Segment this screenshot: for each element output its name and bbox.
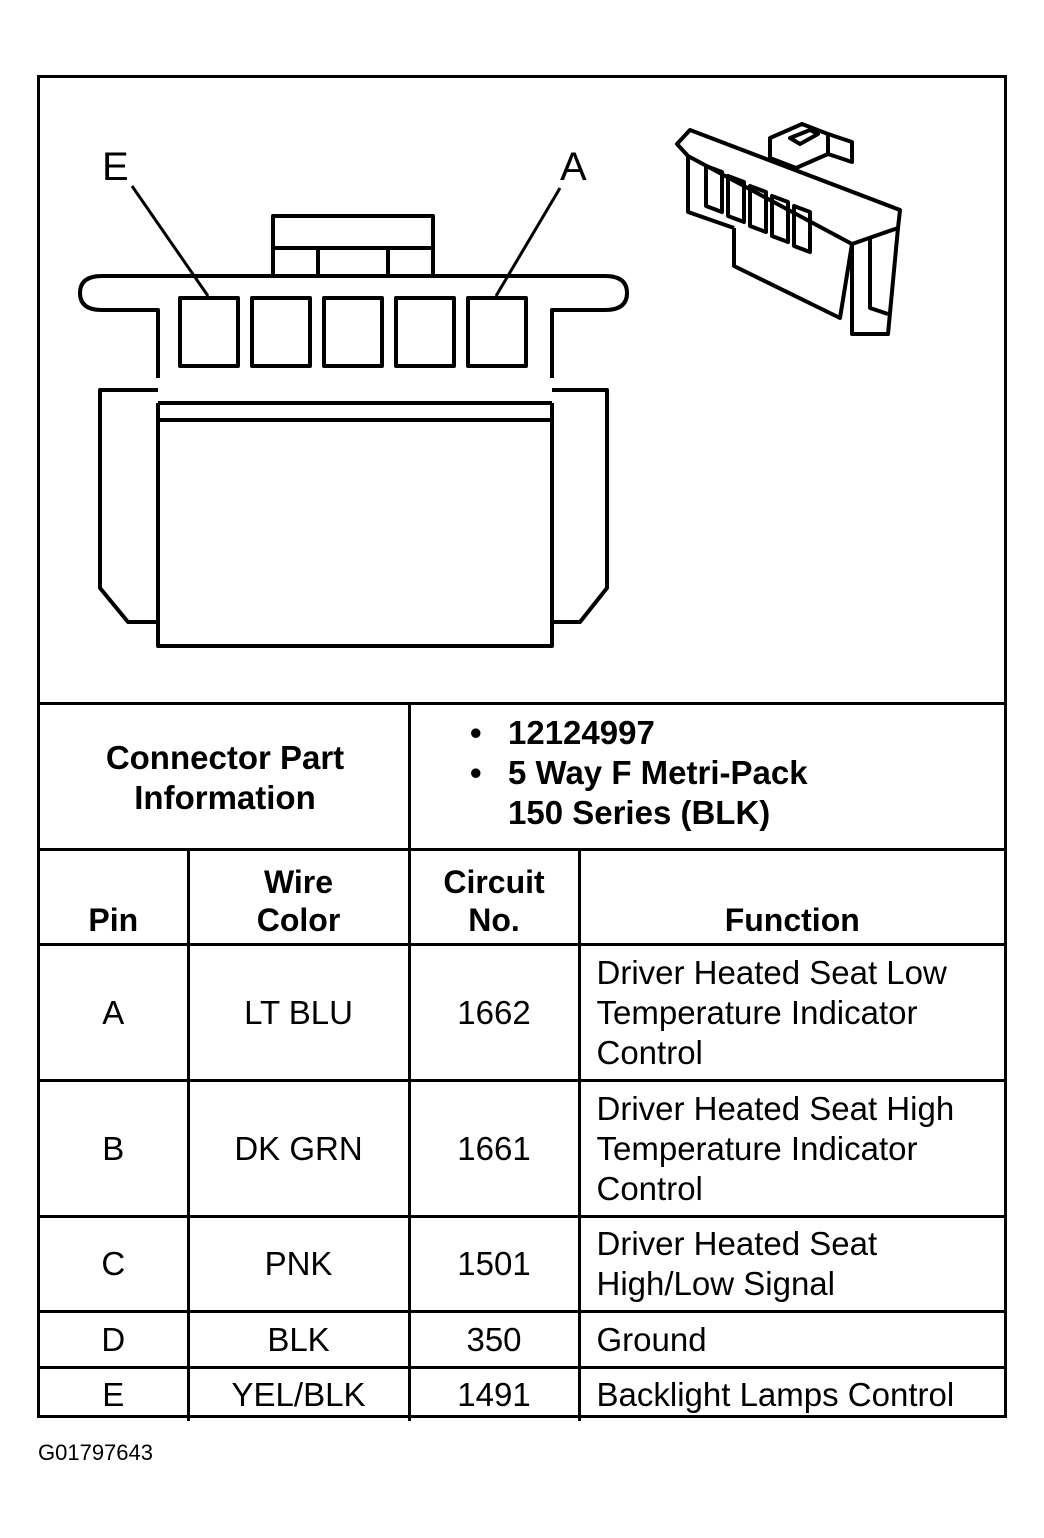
circuit-cell: 350 (407, 1310, 581, 1369)
connector-type-bullet: • 5 Way F Metri-Pack 150 Series (BLK) (470, 754, 808, 831)
cavity-e (178, 296, 240, 368)
function-line: Driver Heated Seat High (596, 1089, 955, 1127)
part-number-bullet: • 12124997 (470, 714, 655, 751)
pin-cell: B (40, 1079, 190, 1218)
connector-diagram-frame: E A Connector Part Information • 1212499… (37, 75, 1007, 1421)
header-pin: Pin (40, 848, 190, 946)
header-function: Function (577, 848, 1004, 946)
cavity-a (466, 296, 528, 368)
wire-color-cell: BLK (186, 1310, 411, 1369)
wire-color-cell: PNK (186, 1215, 411, 1313)
pin-cell: A (40, 943, 190, 1082)
circuit-cell: 1491 (407, 1366, 581, 1421)
right-shoulder (552, 388, 609, 624)
wire-color-cell: LT BLU (186, 943, 411, 1082)
connector-flange (78, 274, 629, 378)
function-line: High/Low Signal (596, 1265, 835, 1302)
cavity-b (394, 296, 456, 368)
cavity-d (250, 296, 312, 368)
function-line: Driver Heated Seat (596, 1225, 878, 1262)
left-shoulder (98, 388, 158, 624)
connector-part-info: Connector Part Information • 12124997 • … (40, 702, 1004, 850)
function-cell: Ground (577, 1310, 1004, 1369)
function-line: Temperature Indicator (596, 1129, 918, 1167)
pin-cell: C (40, 1215, 190, 1313)
connector-body (156, 403, 554, 648)
circuit-cell: 1661 (407, 1079, 581, 1218)
pin-cell: E (40, 1366, 190, 1421)
pin-cell: D (40, 1310, 190, 1369)
leader-line-a (494, 187, 562, 297)
circuit-cell: 1662 (407, 943, 581, 1082)
connector-info-label: Connector Part Information (105, 738, 345, 816)
bullet-icon: • (470, 754, 482, 791)
leader-line-e (130, 185, 210, 297)
pin-label-e: E (102, 145, 129, 189)
figure-id: G01797643 (38, 1440, 153, 1465)
connector-isometric-view (675, 122, 902, 336)
function-line: Driver Heated Seat Low (596, 953, 947, 991)
function-line: Temperature Indicator (596, 993, 918, 1031)
wire-color-cell: YEL/BLK (186, 1366, 411, 1421)
cavity-c (322, 296, 384, 368)
info-divider (408, 705, 411, 850)
bullet-icon: • (470, 714, 482, 751)
connector-illustration: E A (78, 122, 902, 648)
pin-label-a: A (560, 145, 587, 189)
wire-color-cell: DK GRN (186, 1079, 411, 1218)
function-cell: Backlight Lamps Control (577, 1366, 1004, 1421)
connector-info-bullets: • 12124997 • 5 Way F Metri-Pack 150 Seri… (470, 713, 808, 833)
function-line: Backlight Lamps Control (596, 1375, 955, 1413)
function-line: Control (596, 1033, 703, 1071)
function-line: Control (596, 1169, 703, 1207)
function-line: Ground (596, 1320, 707, 1358)
circuit-cell: 1501 (407, 1215, 581, 1313)
